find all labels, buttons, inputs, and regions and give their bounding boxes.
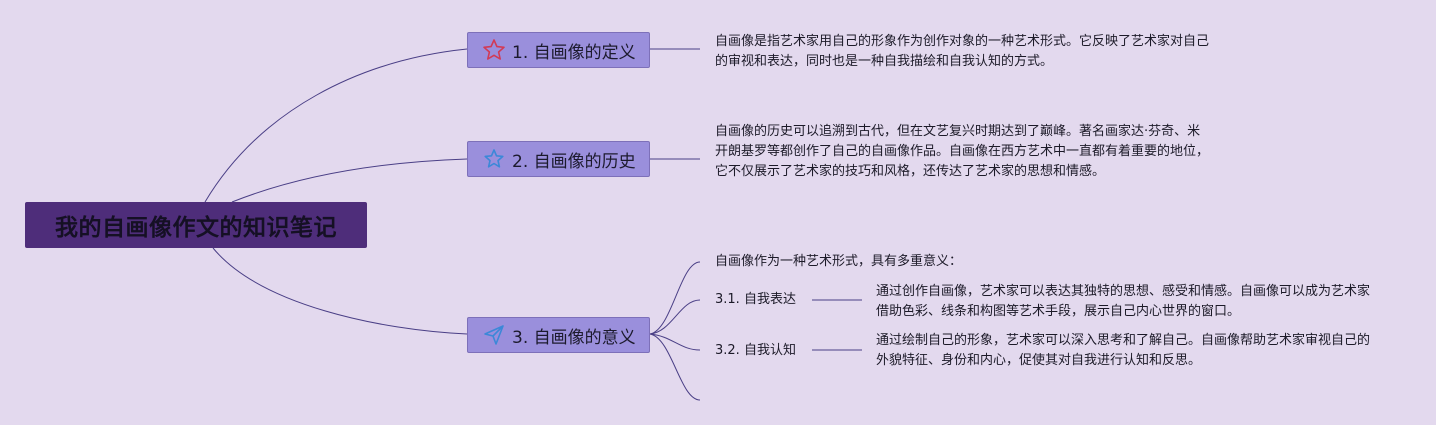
topic-meaning[interactable]: 3. 自画像的意义 [467, 317, 650, 353]
connector-root-topic3 [212, 247, 468, 335]
subtopic-self-expression[interactable]: 3.1. 自我表达 [715, 292, 796, 307]
star-outline-icon [482, 38, 506, 62]
topic-history[interactable]: 2. 自画像的历史 [467, 141, 650, 177]
star-outline-icon [482, 147, 506, 171]
note-self-cognition: 通过绘制自己的形象，艺术家可以深入思考和了解自己。自画像帮助艺术家审视自己的外貌… [876, 333, 1371, 368]
topic-label: 2. 自画像的历史 [512, 151, 636, 172]
note-meaning-intro: 自画像作为一种艺术形式，具有多重意义： [715, 254, 963, 269]
note-definition: 自画像是指艺术家用自己的形象作为创作对象的一种艺术形式。它反映了艺术家对自己的审… [715, 34, 1210, 69]
connector-topic3-sub1 [649, 299, 701, 335]
root-title: 我的自画像作文的知识笔记 [55, 215, 337, 241]
root-topic[interactable]: 我的自画像作文的知识笔记 [25, 202, 367, 248]
connector-topic3-empty [649, 333, 701, 401]
note-self-expression: 通过创作自画像，艺术家可以表达其独特的思想、感受和情感。自画像可以成为艺术家借助… [876, 284, 1371, 319]
connector-root-topic2 [231, 158, 468, 203]
connector-topic3-sub2 [649, 333, 701, 351]
subtopic-self-cognition[interactable]: 3.2. 自我认知 [715, 343, 796, 358]
topic-definition[interactable]: 1. 自画像的定义 [467, 32, 650, 68]
topic-label: 1. 自画像的定义 [512, 42, 636, 63]
connector-root-topic1 [204, 48, 468, 203]
connector-topic3-intro [649, 261, 701, 335]
note-history: 自画像的历史可以追溯到古代，但在文艺复兴时期达到了巅峰。著名画家达·芬奇、米开朗… [715, 124, 1210, 179]
topic-label: 3. 自画像的意义 [512, 327, 636, 348]
paper-plane-icon [482, 323, 506, 347]
